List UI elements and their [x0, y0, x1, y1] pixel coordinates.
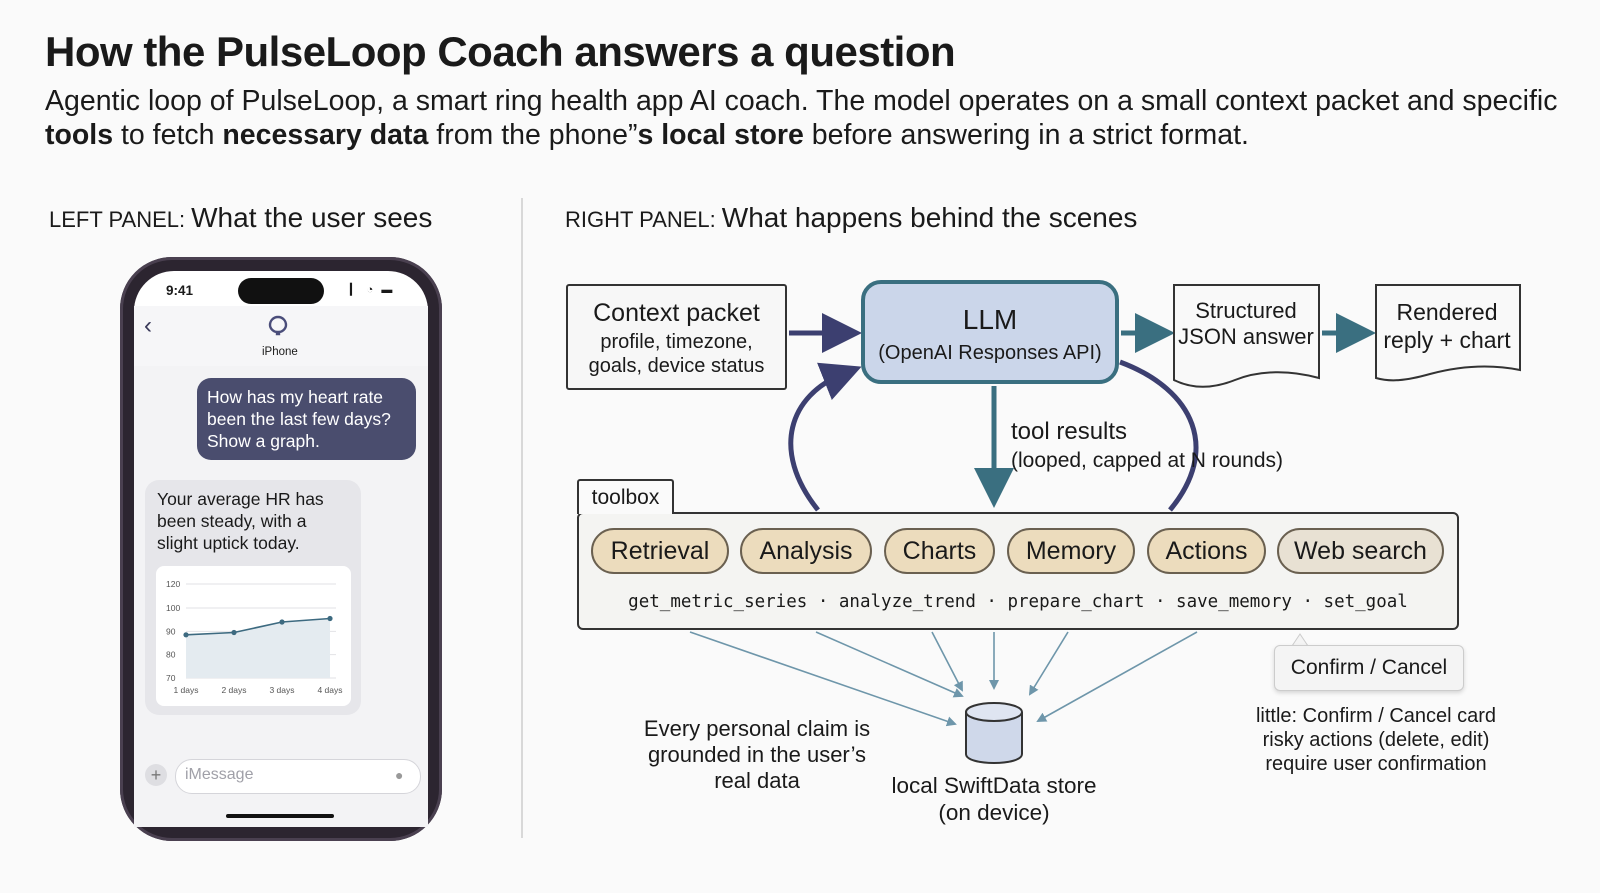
- json-answer-document: [1173, 284, 1320, 388]
- tool-function-names: get_metric_series · analyze_trend · prep…: [628, 592, 1408, 612]
- right-panel-heading: RIGHT PANEL:What happens behind the scen…: [565, 202, 1137, 234]
- left-panel-title: What the user sees: [191, 202, 433, 233]
- contact-ring-icon: [268, 315, 288, 336]
- subtitle-part: Agentic loop of PulseLoop, a smart ring …: [45, 85, 1558, 117]
- confirm-note: little: Confirm / Cancel card risky acti…: [1255, 705, 1497, 775]
- coach-message-text: Your average HR has been steady, with a …: [157, 489, 324, 553]
- rendered-reply-document: [1375, 284, 1521, 382]
- message-input[interactable]: [175, 759, 421, 794]
- right-panel-title: What happens behind the scenes: [721, 202, 1138, 233]
- chart-y-tick-label: 90: [166, 626, 176, 636]
- category-charts: Charts: [884, 528, 995, 574]
- chart-data-point: [279, 619, 285, 625]
- page-title: How the PulseLoop Coach answers a questi…: [45, 28, 956, 75]
- toolbox-tab: toolbox: [577, 479, 674, 514]
- chart-data-point: [231, 629, 237, 636]
- category-memory: Memory: [1007, 528, 1135, 574]
- chart-y-tick-label: 80: [166, 650, 176, 660]
- right-panel-prefix: RIGHT PANEL:: [565, 207, 716, 232]
- json-answer-label: Structured JSON answer: [1178, 298, 1314, 349]
- subtitle-bold-data: necessary data: [222, 119, 429, 151]
- chart-y-tick-label: 70: [166, 673, 176, 683]
- swiftdata-store-cylinder: [965, 702, 1023, 764]
- chart-x-tick-label: 2 days: [221, 685, 246, 695]
- llm-title: LLM: [962, 304, 1018, 335]
- swiftdata-store-label: local SwiftData store (on device): [891, 773, 1097, 825]
- grounding-note: Every personal claim is grounded in the …: [643, 716, 871, 793]
- message-input-placeholder: iMessage: [185, 766, 254, 783]
- user-message-bubble: How has my heart rate been the last few …: [197, 378, 416, 460]
- status-time: 9:41: [166, 283, 194, 298]
- context-packet-line: profile, timezone,: [600, 331, 753, 353]
- panel-divider: [521, 198, 523, 838]
- toolbox-to-store-line: [689, 631, 957, 727]
- dynamic-island: [238, 278, 324, 304]
- subtitle-part: to fetch: [113, 119, 223, 151]
- context-packet-details: profile, timezone, goals, device status: [568, 330, 785, 378]
- heart-rate-chart: 70 80 90 100 120 1 days 2 days 3 days 4 days: [156, 566, 351, 706]
- chart-x-tick-label: 3 days: [269, 685, 294, 695]
- chart-data-point: [183, 632, 189, 638]
- chart-series-line: [185, 617, 331, 636]
- subtitle-bold-store: s local store: [637, 119, 804, 151]
- loop-back-arrow: [788, 362, 862, 512]
- chart-data-point: [327, 615, 333, 622]
- microphone-icon[interactable]: ●: [395, 767, 404, 783]
- chart-y-tick-label: 120: [166, 579, 180, 589]
- back-chevron-icon[interactable]: ‹: [144, 312, 152, 339]
- category-analysis: Analysis: [740, 528, 872, 574]
- context-packet-line: goals, device status: [588, 355, 765, 377]
- toolbox-to-store-line: [1028, 631, 1069, 696]
- page-subtitle: Agentic loop of PulseLoop, a smart ring …: [45, 84, 1565, 152]
- llm-subtitle: (OpenAI Responses API): [878, 342, 1102, 364]
- rendered-reply-label: Rendered reply + chart: [1383, 299, 1511, 353]
- context-packet-title: Context packet: [593, 299, 760, 327]
- subtitle-bold-tools: tools: [45, 119, 114, 151]
- left-panel-prefix: LEFT PANEL:: [49, 207, 186, 232]
- toolbox-to-store-line: [815, 631, 964, 698]
- tool-results-label: tool results: [1011, 418, 1128, 445]
- subtitle-part: before answering in a strict format.: [803, 119, 1249, 151]
- home-indicator: [226, 814, 334, 818]
- context-packet-box: Context packet profile, timezone, goals,…: [566, 284, 787, 390]
- category-retrieval: Retrieval: [591, 528, 729, 574]
- loop-out-curve: [1119, 359, 1199, 512]
- left-panel-heading: LEFT PANEL:What the user sees: [49, 202, 432, 234]
- chart-y-tick-label: 100: [166, 603, 180, 613]
- tool-results-note: (looped, capped at N rounds): [1011, 449, 1284, 472]
- add-attachment-button[interactable]: +: [145, 764, 167, 786]
- chat-header: [134, 306, 428, 367]
- confirm-cancel-card: Confirm / Cancel: [1274, 645, 1464, 691]
- contact-name: iPhone: [262, 346, 298, 358]
- category-web-search: Web search: [1277, 528, 1444, 574]
- toolbox-to-store-line: [1036, 631, 1198, 722]
- subtitle-part: from the phone”: [428, 119, 638, 151]
- llm-box: LLM (OpenAI Responses API): [861, 280, 1119, 384]
- toolbox-to-store-line: [931, 631, 963, 692]
- chart-x-tick-label: 4 days: [317, 685, 342, 695]
- status-icons: ▎ ◔ ▬: [350, 284, 394, 296]
- category-actions: Actions: [1147, 528, 1266, 574]
- chart-x-tick-label: 1 days: [173, 685, 198, 695]
